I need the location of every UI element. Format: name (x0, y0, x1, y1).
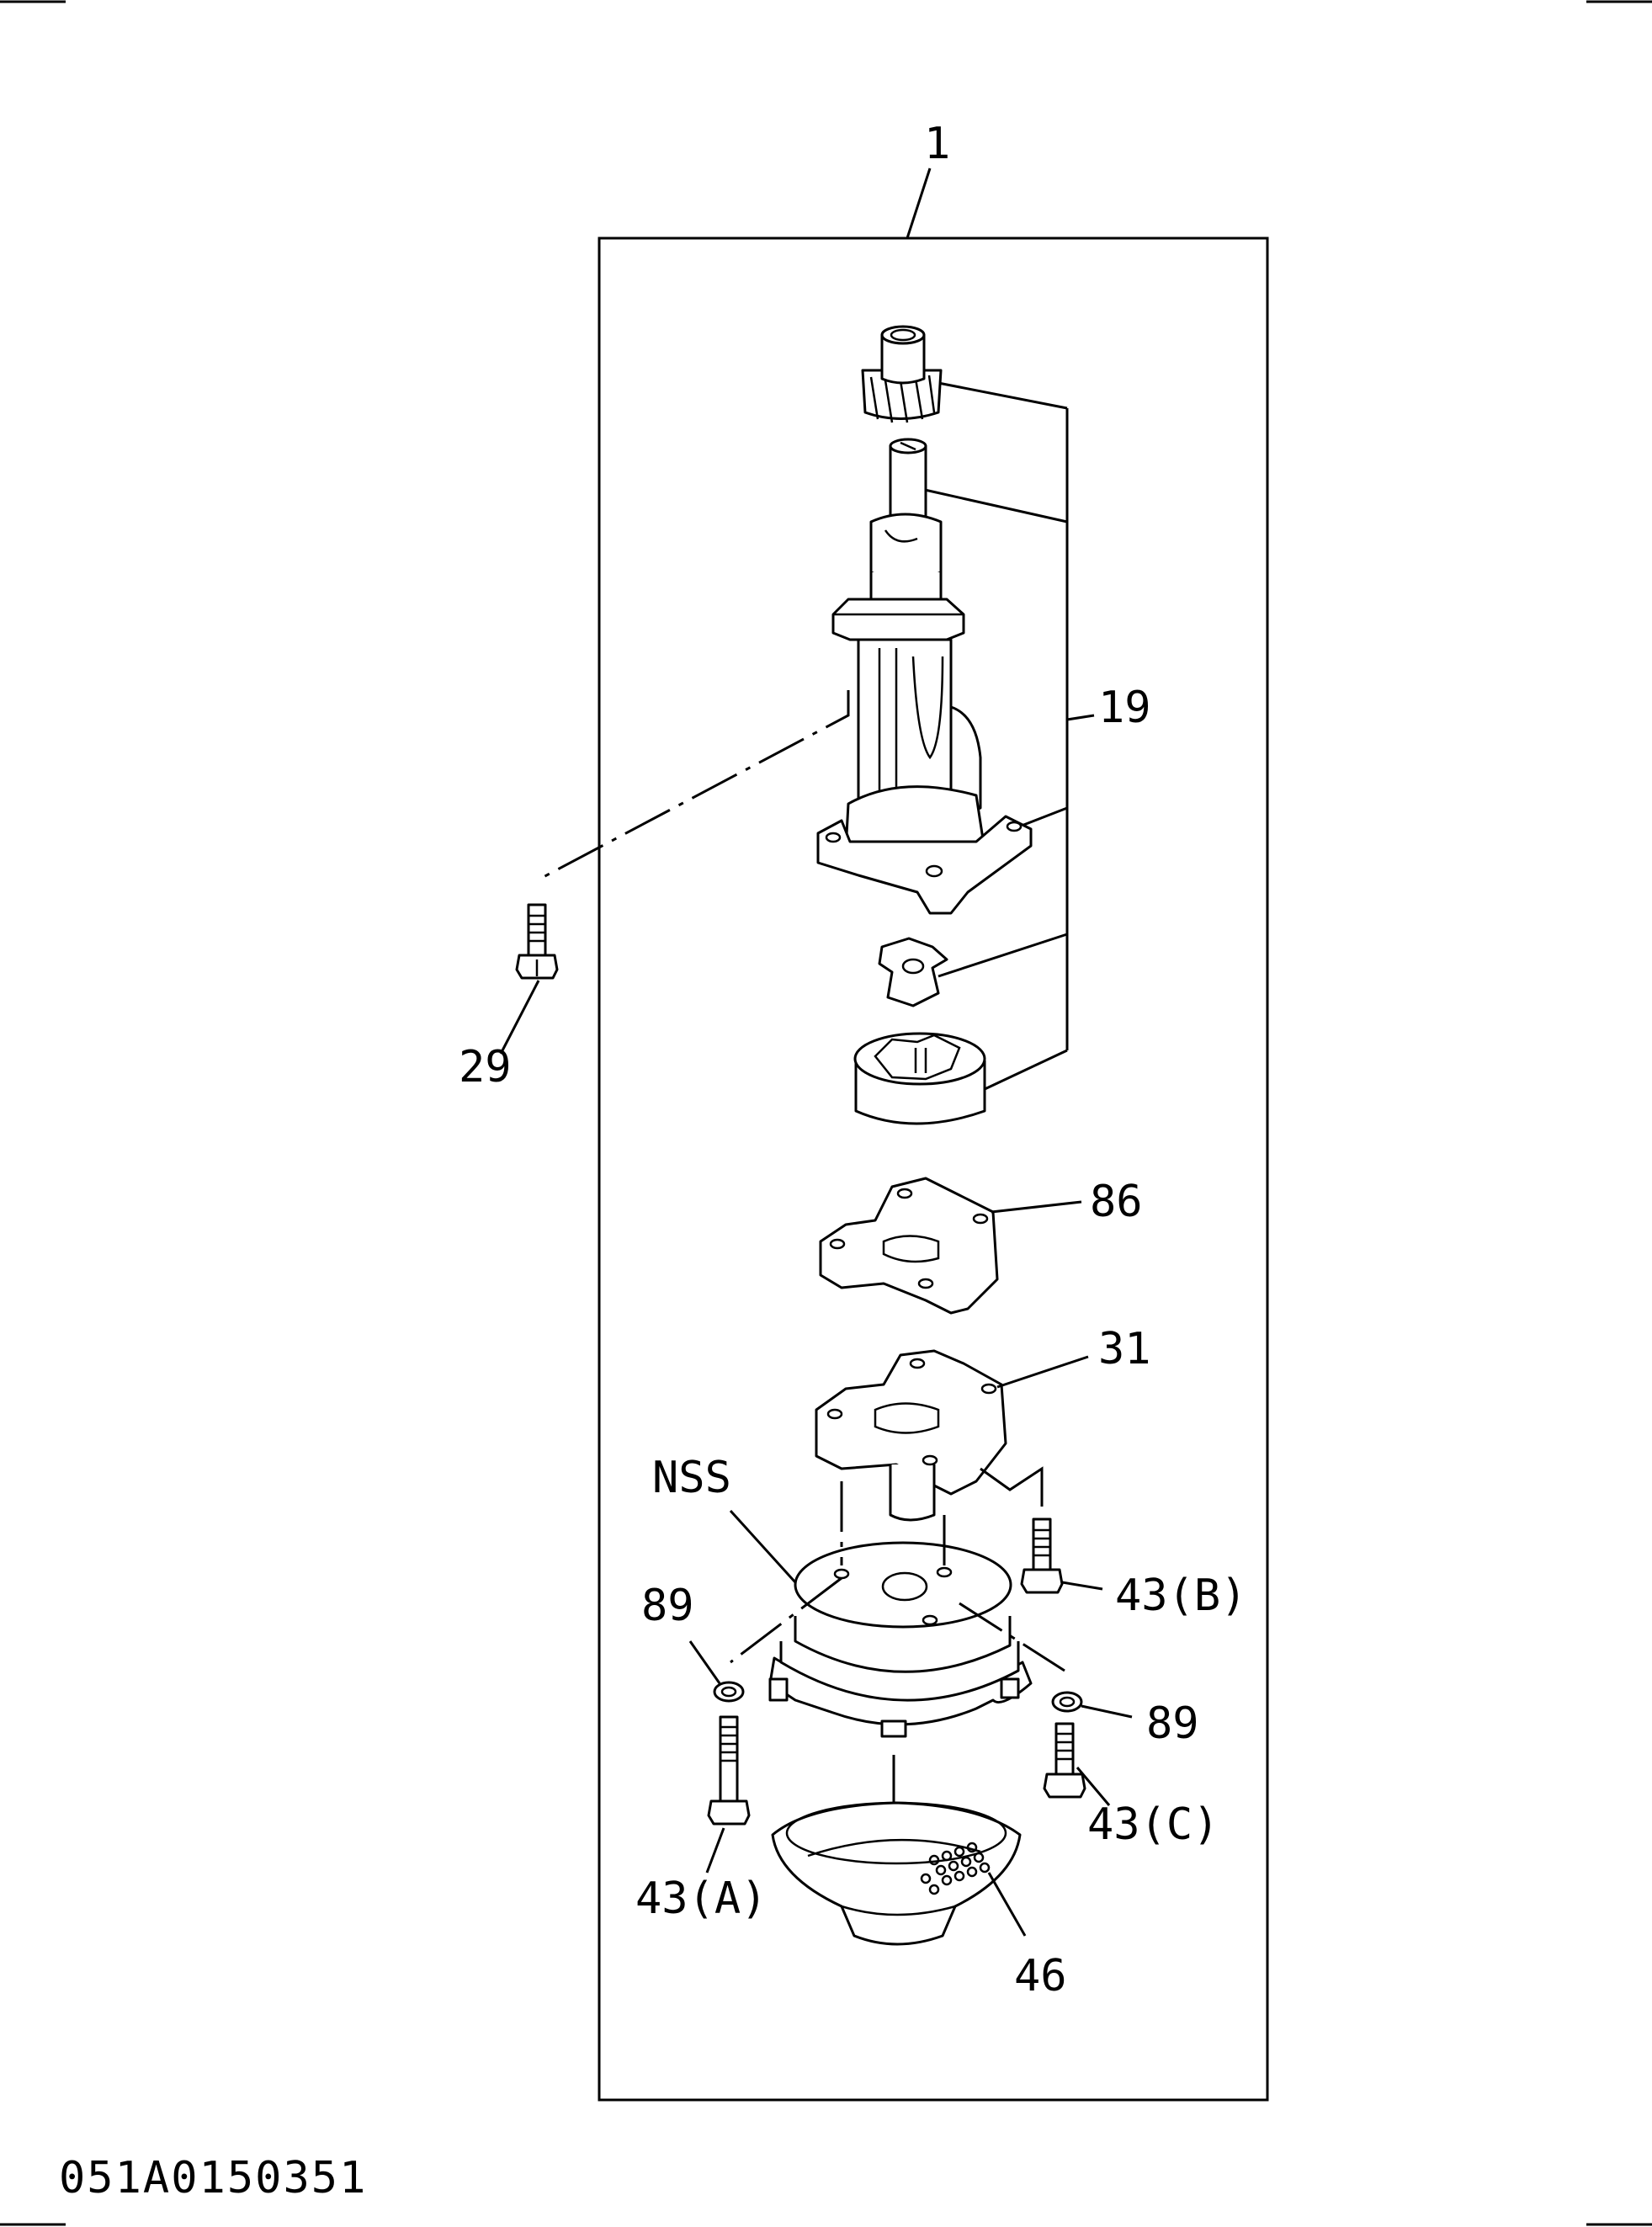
bolt-29 (515, 903, 559, 980)
bolt-29-leader (499, 980, 540, 1055)
pump-cover-nss (768, 1541, 1033, 1738)
bolt-43c-leader (1076, 1767, 1111, 1806)
outer-rotor (853, 1032, 986, 1125)
strainer-mesh (920, 1842, 991, 1895)
nss-leader (729, 1509, 797, 1584)
plate-86 (819, 1177, 999, 1315)
label-bolt-43a: 43(A) (635, 1874, 768, 1924)
strainer-46 (771, 1801, 1022, 1946)
pump-body (816, 438, 1033, 915)
inner-rotor (878, 937, 948, 1007)
label-bolt-43b: 43(B) (1115, 1571, 1247, 1621)
bolt-43b-leader (980, 1466, 1044, 1507)
washer-right (1051, 1691, 1083, 1713)
bolt-43a (707, 1715, 751, 1826)
bolt-43c (1043, 1722, 1086, 1799)
bolt-43b (1020, 1517, 1064, 1594)
drawing-code: 051A0150351 (59, 2153, 367, 2203)
drive-gear (861, 325, 943, 423)
washer-right-leader (1081, 1704, 1133, 1719)
label-washer-89-left: 89 (641, 1581, 694, 1631)
label-bolt-43c: 43(C) (1087, 1799, 1219, 1850)
label-assembly: 1 (924, 119, 950, 169)
label-washer-89-right: 89 (1146, 1698, 1199, 1749)
strainer-leader (987, 1872, 1027, 1937)
label-bolt-29: 29 (459, 1042, 512, 1092)
label-strainer-46: 46 (1014, 1951, 1067, 2001)
bolt-43b-label-leader (1061, 1581, 1103, 1591)
label-plate-31: 31 (1098, 1324, 1151, 1374)
assembly-frame (598, 237, 1269, 2102)
bolt-43a-leader (705, 1827, 725, 1874)
alignment-lines (538, 690, 1065, 1810)
plate-31-leader (996, 1355, 1089, 1389)
label-pump-group: 19 (1098, 683, 1151, 733)
washer-left (713, 1681, 745, 1703)
label-nss: NSS (652, 1453, 731, 1503)
label-plate-86: 86 (1090, 1177, 1143, 1227)
plate-86-leader (991, 1200, 1082, 1214)
assembly-leader (906, 167, 932, 239)
washer-left-leader (688, 1640, 721, 1684)
plate-31 (815, 1349, 1007, 1522)
